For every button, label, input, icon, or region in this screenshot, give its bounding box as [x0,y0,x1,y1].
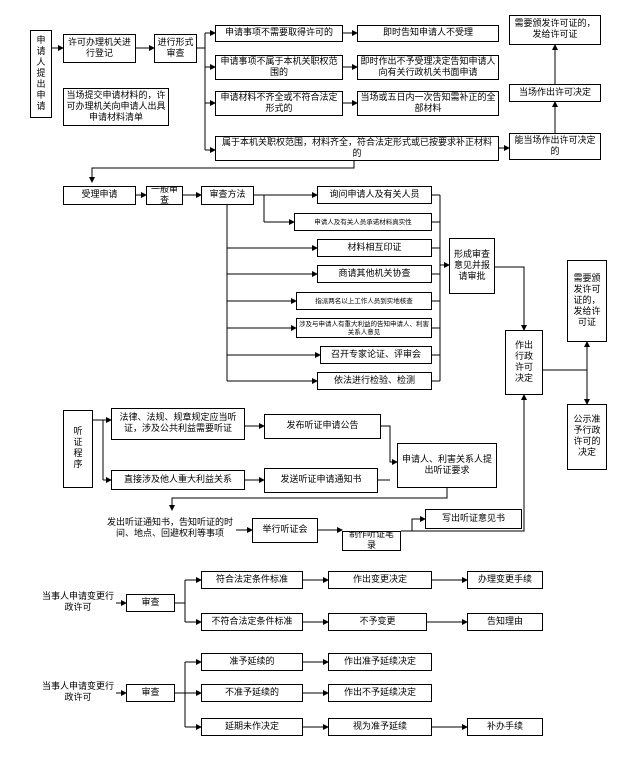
register-box: 许可办理机关进行登记 [63,34,136,63]
change-reason-box: 告知理由 [467,613,543,631]
change-done-box: 办理变更手续 [467,571,543,589]
method-5-box: 指派两名以上工作人员到实地核查 [296,292,432,310]
method-6-box: 涉及与申请人有重大利益的告知申请人、利害关系人意见 [296,318,432,338]
method-4-box: 商请其他机关协查 [317,265,432,283]
publish-box: 公示准予行政许可的决定 [567,404,607,470]
hold-hearing-box: 举行听证会 [252,518,318,543]
accept-box: 受理申请 [63,186,136,205]
cond2-box: 申请事项不属于本机关职权范围的 [215,55,343,80]
onsite-list-box: 当场提交申请材料的，许可办理机关向申请人出具申请材料清单 [63,88,169,126]
method-1-box: 询问申请人及有关人员 [317,186,432,204]
extend-2-decision-box: 作出不予延续决定 [328,684,432,702]
record-box: 制作听证笔录 [342,531,401,551]
change-ok-decision-box: 作出变更决定 [328,571,432,589]
onsite-decision-box: 当场作出许可决定 [509,84,601,102]
change-request-text: 当事人申请变更行政许可 [42,592,115,613]
general-review-box: 一般审查 [146,186,183,205]
extend-3-box: 延期未作决定 [201,718,303,736]
hearing-cond2-box: 直接涉及他人重大利益关系 [111,470,245,490]
cert-box-top: 需要颁发许可证的，发给许可证 [509,15,601,45]
method-3-box: 材料相互印证 [317,239,432,257]
hearing-box: 听证程序 [63,410,93,488]
change-review-box: 审查 [126,594,175,612]
extend-review-box: 审查 [126,684,175,702]
apply-box: 申请人提出申请 [30,30,52,118]
cond4-box: 属于本机关职权范围，材料齐全，符合法定形式或已按要求补正材料的 [215,136,499,161]
hearing-cond1-box: 法律、法规、规章规定应当听证，涉及公共利益需要听证 [111,408,245,440]
change-ok-box: 符合法定条件标准 [201,571,303,589]
hearing-request-box: 申请人、利害关系人提出听证要求 [397,443,497,488]
method-7-box: 召开专家论证、评审会 [320,346,432,364]
cert-box: 需要颁发许可证的，发给许可证 [567,260,607,342]
formal-review-box: 进行形式审查 [154,34,197,63]
opinion-box: 形成审查意见并报请审批 [449,238,495,294]
can-decide-box: 能当场作出许可决定的 [509,133,601,160]
decision-box: 作出行政许可决定 [505,330,543,395]
extend-3-followup-box: 补办手续 [467,718,543,736]
result3-box: 当场或五日内一次告知需补正的全部材料 [357,91,499,116]
method-8-box: 依法进行检验、检测 [317,372,432,390]
extend-1-decision-box: 作出准予延续决定 [328,653,432,671]
extend-3-decision-box: 视为准予延续 [328,718,432,736]
inform-text: 发出听证通知书，告知听证的时间、地点、回避权利等事项 [106,518,233,539]
change-no-box: 不符合法定条件标准 [201,613,303,631]
send-notice-box: 发送听证申请通知书 [264,468,378,493]
review-method-box: 审查方法 [201,186,254,205]
extend-1-box: 准予延续的 [201,653,303,671]
cond3-box: 申请材料不齐全或不符合法定形式的 [215,91,343,116]
publish-notice-box: 发布听证申请公告 [264,414,381,439]
extend-2-box: 不准予延续的 [201,684,303,702]
write-opinion-box: 写出听证意见书 [425,509,522,529]
method-2-box: 申请人及有关人员承诺材料真实性 [294,213,432,231]
cond1-box: 申请事项不需要取得许可的 [215,25,343,42]
change-no-decision-box: 不予变更 [328,613,427,631]
result1-box: 即时告知申请人不受理 [357,25,499,42]
extend-request-text: 当事人申请变更行政许可 [42,682,115,703]
result2-box: 即时作出不予受理决定告知申请人向有关行政机关书面申请 [357,55,499,80]
